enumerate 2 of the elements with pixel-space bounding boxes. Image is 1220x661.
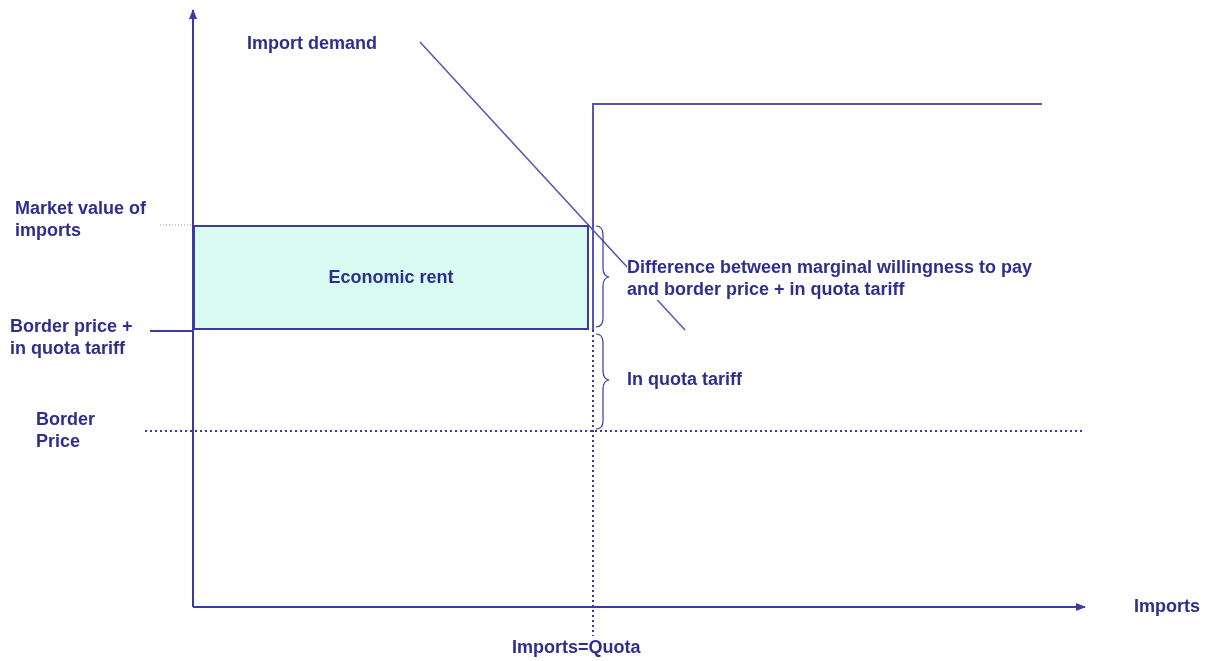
axis-label: Imports=Quota — [512, 636, 641, 658]
rent-area: Economic rent — [193, 225, 589, 330]
